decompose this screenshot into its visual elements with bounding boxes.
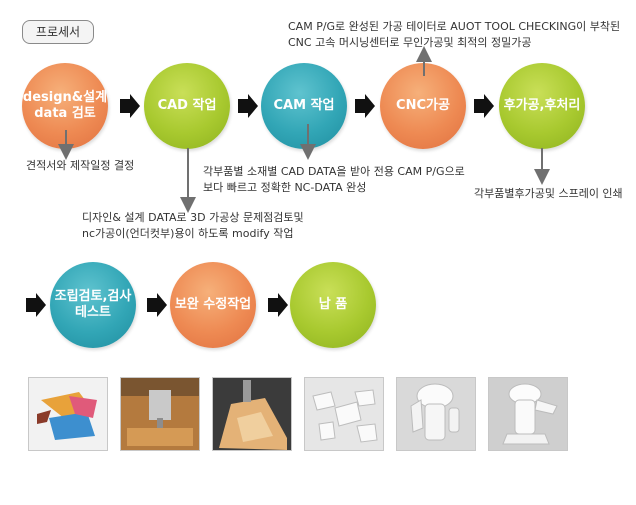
finished-product-image: [489, 378, 567, 450]
step-assembly-line2: 테스트: [75, 305, 111, 320]
note-cnc-line2: CNC 고속 머시닝센터로 무인가공및 최적의 정밀가공: [288, 36, 532, 49]
step-delivery: 납 품: [290, 262, 376, 348]
arrow-right-icon: [355, 94, 375, 118]
note-cnc-line1: CAM P/G로 완성된 가공 테이터로 AUOT TOOL CHECKING이…: [288, 20, 621, 33]
note-design: 견적서와 제작일정 결정: [26, 159, 135, 172]
step-revision-label: 보완 수정작업: [174, 297, 252, 312]
process-tag: 프로세서: [22, 20, 94, 44]
note-cad-line2: nc가공이(언더컷부)용이 하도록 modify 작업: [82, 227, 294, 240]
step-design-line2: data 검토: [34, 106, 96, 121]
step-delivery-label: 납 품: [318, 297, 348, 312]
arrow-right-icon: [26, 293, 46, 317]
arrow-right-icon: [147, 293, 167, 317]
step-post-label: 후가공,후처리: [503, 98, 581, 113]
photo-cad-model: [28, 377, 108, 451]
note-cam: 각부품별 소재별 CAD DATA을 받아 전용 CAM P/G으로 보다 빠르…: [203, 164, 465, 196]
arrow-right-icon: [268, 293, 288, 317]
arrow-right-icon: [238, 94, 258, 118]
step-cad-label: CAD 작업: [157, 98, 217, 113]
photo-assembled-product: [396, 377, 476, 451]
step-assembly-test: 조립검토,검사 테스트: [50, 262, 136, 348]
arrow-right-icon: [120, 94, 140, 118]
cnc-machine-image: [121, 378, 199, 450]
arrow-right-icon: [474, 94, 494, 118]
raw-parts-image: [305, 378, 383, 450]
note-cad-line1: 디자인& 설계 DATA로 3D 가공상 문제점검토및: [82, 211, 304, 224]
assembled-product-image: [397, 378, 475, 450]
note-post: 각부품별후가공및 스프레이 인쇄: [474, 187, 623, 200]
step-revision: 보완 수정작업: [170, 262, 256, 348]
step-post-processing: 후가공,후처리: [499, 63, 585, 149]
step-cnc-label: CNC가공: [396, 98, 450, 113]
note-cnc: CAM P/G로 완성된 가공 테이터로 AUOT TOOL CHECKING이…: [288, 19, 620, 51]
step-cam: CAM 작업: [261, 63, 347, 149]
note-cam-line2: 보다 빠르고 정확한 NC-DATA 완성: [203, 181, 367, 194]
photo-machining-part: [212, 377, 292, 451]
note-cad: 디자인& 설계 DATA로 3D 가공상 문제점검토및 nc가공이(언더컷부)용…: [82, 210, 304, 242]
step-assembly-line1: 조립검토,검사: [54, 289, 132, 304]
step-cnc: CNC가공: [380, 63, 466, 149]
photo-raw-parts: [304, 377, 384, 451]
step-design-line1: design&설계: [22, 90, 108, 105]
cad-model-image: [29, 378, 107, 450]
step-cam-label: CAM 작업: [273, 98, 335, 113]
photo-cnc-machine: [120, 377, 200, 451]
step-cad: CAD 작업: [144, 63, 230, 149]
photo-finished-product: [488, 377, 568, 451]
machining-part-image: [213, 378, 291, 450]
note-cam-line1: 각부품별 소재별 CAD DATA을 받아 전용 CAM P/G으로: [203, 165, 465, 178]
